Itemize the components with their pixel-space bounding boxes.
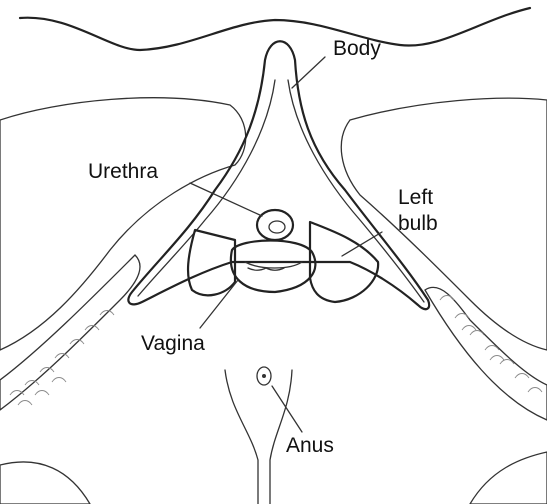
label-left-bulb-line1: Left	[398, 186, 433, 209]
leader-left-bulb	[342, 232, 382, 256]
skin-contour-bottom-left	[0, 462, 90, 504]
label-anus: Anus	[286, 434, 334, 457]
right-thigh-tissue	[341, 98, 547, 420]
right-muscle-band	[425, 287, 547, 420]
left-thigh-tissue	[0, 98, 246, 410]
vaginal-opening	[231, 241, 316, 293]
label-urethra: Urethra	[88, 160, 158, 183]
skin-contour-bottom-right	[470, 452, 547, 504]
right-hatching	[440, 296, 542, 393]
leader-anus	[272, 386, 302, 432]
label-body: Body	[333, 37, 381, 60]
left-muscle-band	[0, 255, 140, 410]
urethra-opening	[257, 210, 293, 240]
clitoris-body-and-crura	[128, 41, 429, 309]
label-vagina: Vagina	[141, 332, 205, 355]
label-left-bulb-line2: bulb	[398, 212, 438, 235]
leader-vagina	[200, 280, 238, 328]
anal-region	[225, 367, 292, 504]
